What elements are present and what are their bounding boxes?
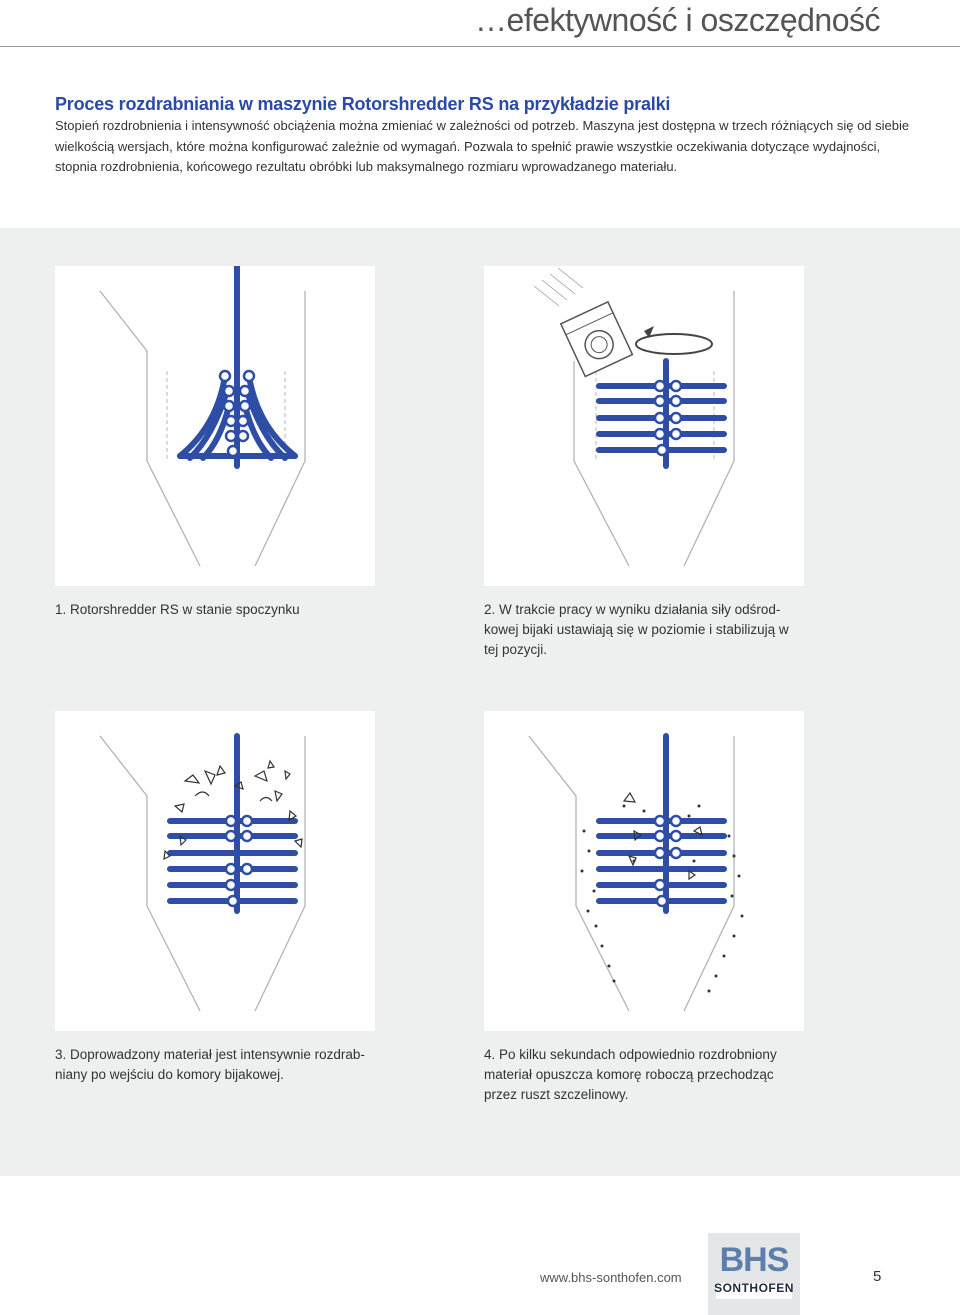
header-divider (0, 46, 960, 47)
material-discharge-diagram (528, 733, 744, 1012)
washing-machine-icon (559, 300, 634, 378)
footer-website-link[interactable]: www.bhs-sonthofen.com (540, 1270, 682, 1285)
step-1-illustration (55, 266, 375, 586)
shredding-material-diagram (99, 733, 306, 1012)
shredder-rotating-diagram (533, 267, 735, 567)
step-3-illustration (55, 711, 375, 1031)
fine-particles (580, 804, 744, 993)
intro-paragraph: Stopień rozdrobnienia i intensywność obc… (55, 118, 910, 174)
logo-subtext: SONTHOFEN (714, 1281, 794, 1295)
step-4-caption: 4. Po kilku sekundach odpowiednio rozdro… (484, 1047, 777, 1102)
step-4-illustration (484, 711, 804, 1031)
step-1-caption: 1. Rotorshredder RS w stanie spoczynku (55, 602, 300, 617)
step-2-caption: 2. W trakcie pracy w wyniku działania si… (484, 602, 789, 657)
shredder-at-rest-diagram (99, 266, 306, 567)
logo-text: BHS (719, 1241, 790, 1279)
page-number: 5 (873, 1268, 882, 1285)
section-title: Proces rozdrabniania w maszynie Rotorshr… (55, 94, 671, 114)
step-3-caption: 3. Doprowadzony materiał jest intensywni… (55, 1047, 365, 1082)
rotation-arrow-icon (635, 326, 713, 355)
step-2-illustration (484, 266, 804, 586)
page-header-title: …efektywność i oszczędność (475, 2, 880, 38)
debris-fragments (163, 759, 303, 861)
bhs-logo: BHS SONTHOFEN (708, 1233, 800, 1315)
